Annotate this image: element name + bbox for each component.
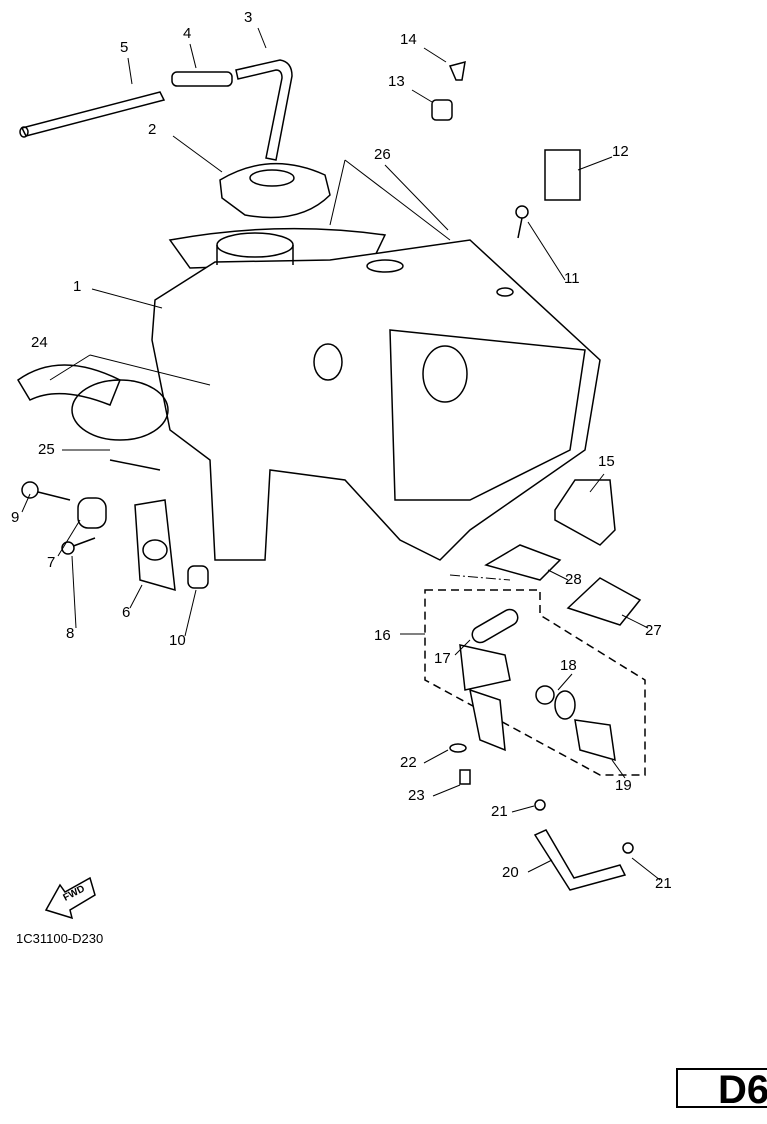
mount-parts bbox=[21, 481, 209, 592]
callout-5: 5 bbox=[120, 39, 129, 56]
assembly-16-box bbox=[424, 589, 646, 776]
callout-6: 6 bbox=[122, 604, 131, 621]
diagram-code: 1C31100-D230 bbox=[16, 931, 104, 946]
callout-27: 27 bbox=[645, 622, 662, 639]
callout-21: 21 bbox=[491, 803, 508, 820]
fwd-arrow-icon bbox=[44, 876, 96, 920]
hose-5 bbox=[19, 91, 166, 138]
callout-23: 23 bbox=[408, 787, 425, 804]
callout-16: 16 bbox=[374, 627, 391, 644]
callout-28: 28 bbox=[565, 571, 582, 588]
callout-25: 25 bbox=[38, 441, 55, 458]
callout-22: 22 bbox=[400, 754, 417, 771]
callout-2: 2 bbox=[148, 121, 157, 138]
page-code: D6 bbox=[718, 1068, 767, 1112]
callout-21: 21 bbox=[655, 875, 672, 892]
callout-1: 1 bbox=[73, 278, 82, 295]
callout-8: 8 bbox=[66, 625, 75, 642]
small-parts bbox=[449, 743, 634, 854]
valve-4 bbox=[171, 71, 233, 87]
callout-11: 11 bbox=[564, 270, 580, 287]
hose-3 bbox=[235, 59, 293, 161]
page-code-box: D6 bbox=[676, 1068, 767, 1112]
callout-9: 9 bbox=[11, 509, 20, 526]
callout-15: 15 bbox=[598, 453, 615, 470]
callout-17: 17 bbox=[434, 650, 451, 667]
top-parts bbox=[431, 60, 581, 239]
callout-10: 10 bbox=[169, 632, 186, 649]
pads-27-28 bbox=[484, 544, 642, 626]
callout-4: 4 bbox=[183, 25, 192, 42]
tank-pad-24 bbox=[17, 364, 121, 406]
callout-3: 3 bbox=[244, 9, 253, 26]
fuel-cap-2 bbox=[219, 162, 331, 219]
callout-14: 14 bbox=[400, 31, 417, 48]
callout-18: 18 bbox=[560, 657, 577, 674]
band-25 bbox=[71, 379, 169, 471]
callout-12: 12 bbox=[612, 143, 629, 160]
callout-20: 20 bbox=[502, 864, 519, 881]
hose-20 bbox=[533, 829, 627, 891]
callout-13: 13 bbox=[388, 73, 405, 90]
bracket-15 bbox=[554, 479, 616, 546]
leader-lines bbox=[21, 27, 661, 881]
callout-24: 24 bbox=[31, 334, 48, 351]
callout-19: 19 bbox=[615, 777, 632, 794]
callout-26: 26 bbox=[374, 146, 391, 163]
fuel-tank-1 bbox=[151, 227, 601, 561]
callout-7: 7 bbox=[47, 554, 56, 571]
fuel-cock bbox=[459, 608, 616, 762]
